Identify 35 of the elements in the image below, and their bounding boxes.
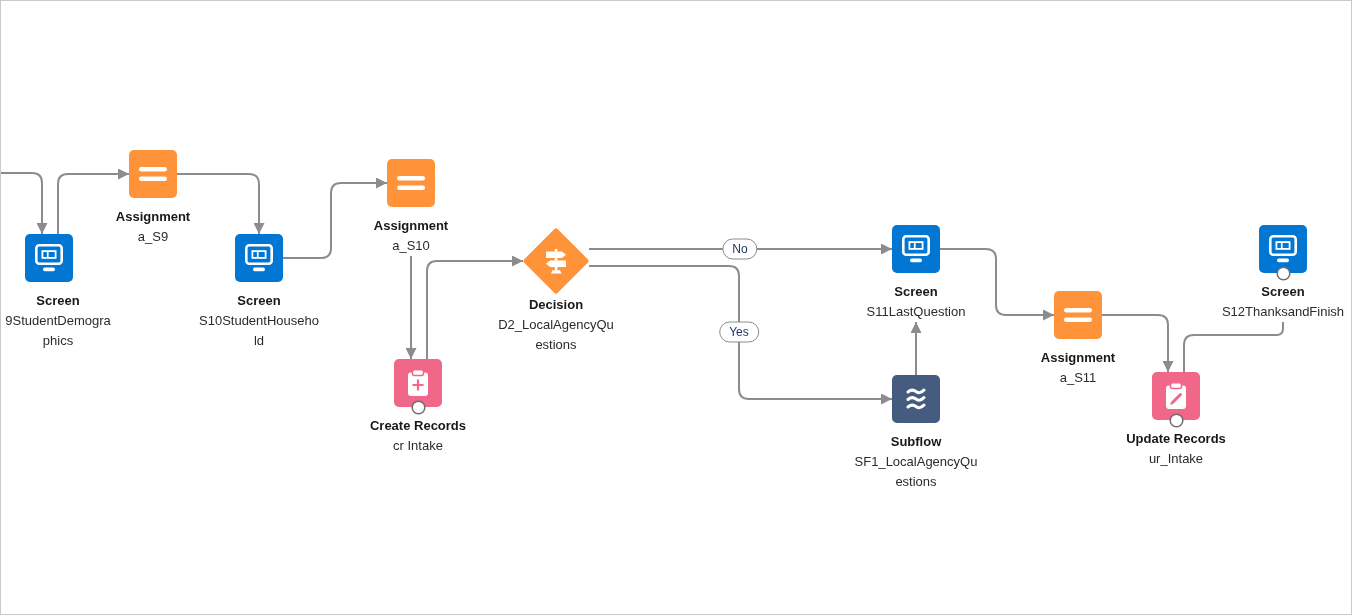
edge-label: No <box>722 238 758 260</box>
connector-arrow <box>939 248 1055 321</box>
element-name-label: a_S9 <box>137 228 169 246</box>
element-name-label: cr Intake <box>393 437 443 455</box>
edge-label: Yes <box>719 321 759 343</box>
element-type-label: Subflow <box>890 433 942 451</box>
element-type-label: Screen <box>894 283 938 301</box>
connector-arrow <box>426 255 524 360</box>
connector-arrow <box>910 321 922 376</box>
element-name-label: 9StudentDemographics <box>4 312 112 350</box>
element-name-label: D2_LocalAgencyQuestions <box>497 316 615 354</box>
connector-arrow <box>282 177 388 259</box>
element-name-label: SF1_LocalAgencyQuestions <box>853 453 979 491</box>
element-name-label: S12ThanksandFinish <box>1221 303 1345 321</box>
element-type-label: Create Records <box>369 417 467 435</box>
element-type-label: Assignment <box>373 217 449 235</box>
element-name-label: a_S11 <box>1059 369 1097 387</box>
connector-arrow <box>588 243 893 255</box>
element-type-label: Screen <box>237 292 281 310</box>
connector-arrow <box>1101 314 1174 373</box>
element-type-label: Screen <box>1261 283 1305 301</box>
element-name-label: a_S10 <box>392 237 430 255</box>
element-type-label: Assignment <box>1040 349 1116 367</box>
element-type-label: Decision <box>528 296 584 314</box>
element-name-label: S11LastQuestion <box>866 303 966 321</box>
connector-arrow <box>57 168 130 235</box>
element-type-label: Assignment <box>115 208 191 226</box>
element-name-label: ur_Intake <box>1148 450 1204 468</box>
element-type-label: Update Records <box>1126 430 1226 448</box>
connector-arrow <box>176 173 265 235</box>
connector-arrow <box>1 172 48 235</box>
connector-arrow <box>588 265 893 405</box>
element-type-label: Screen <box>36 292 80 310</box>
connector-arrow <box>405 255 417 360</box>
element-name-label: S10StudentHousehold <box>198 312 320 350</box>
